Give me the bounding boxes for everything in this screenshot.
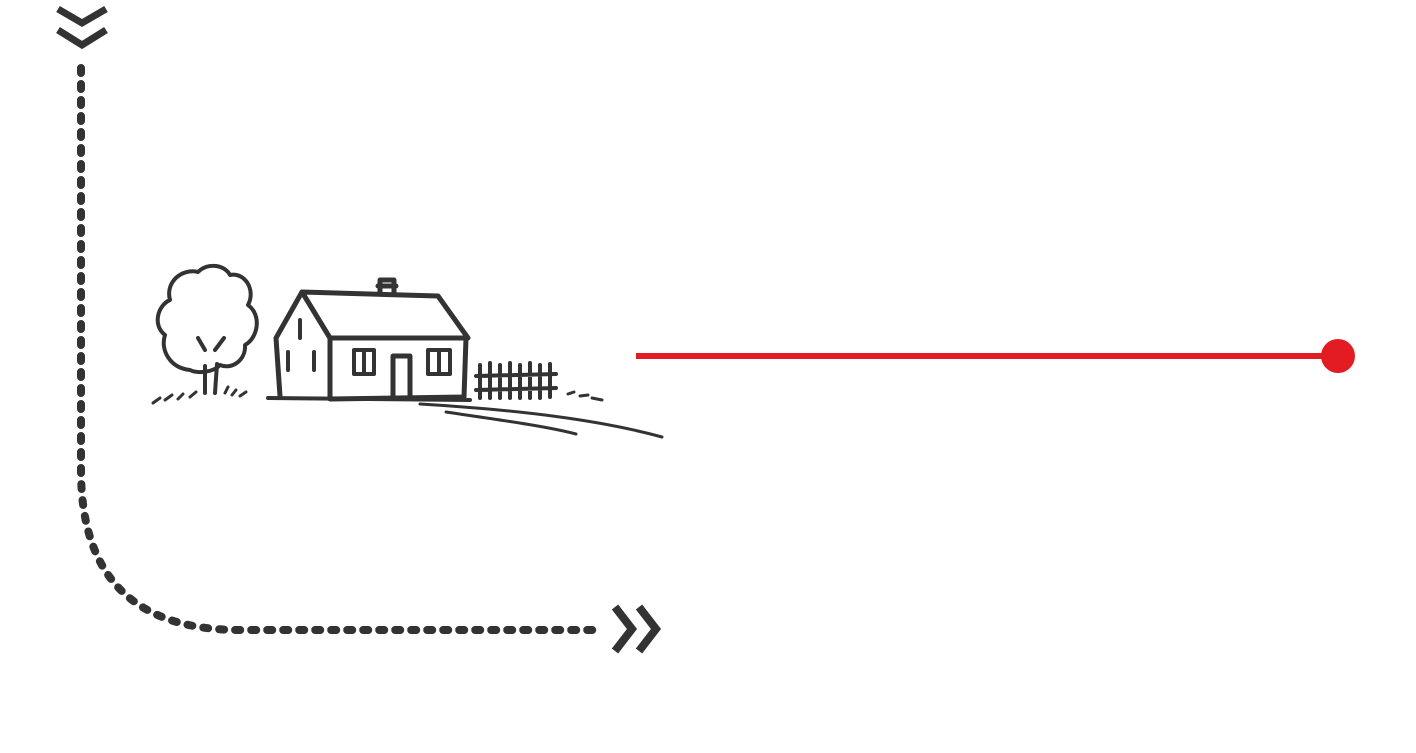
tree-trunk	[196, 336, 226, 395]
house-door	[390, 353, 413, 401]
grass-right	[566, 390, 604, 402]
road-line-upper	[418, 402, 664, 439]
ground-line	[266, 396, 472, 402]
house-gable	[273, 289, 333, 401]
chevron-double-right-icon	[611, 604, 662, 654]
fence	[474, 361, 558, 400]
house-chimney	[375, 277, 399, 297]
house-window-right	[426, 348, 452, 376]
chevron-double-down-icon	[56, 5, 108, 50]
gable-window	[286, 318, 316, 372]
dotted-route-line	[77, 64, 604, 634]
tree-canopy	[155, 263, 259, 375]
house-tree-fence-sketch	[151, 263, 664, 439]
house-window-left	[352, 348, 376, 376]
circle-dot-icon	[1321, 339, 1355, 373]
house-wall	[327, 335, 469, 402]
grass-left	[151, 385, 248, 405]
road-line-lower	[444, 410, 578, 436]
